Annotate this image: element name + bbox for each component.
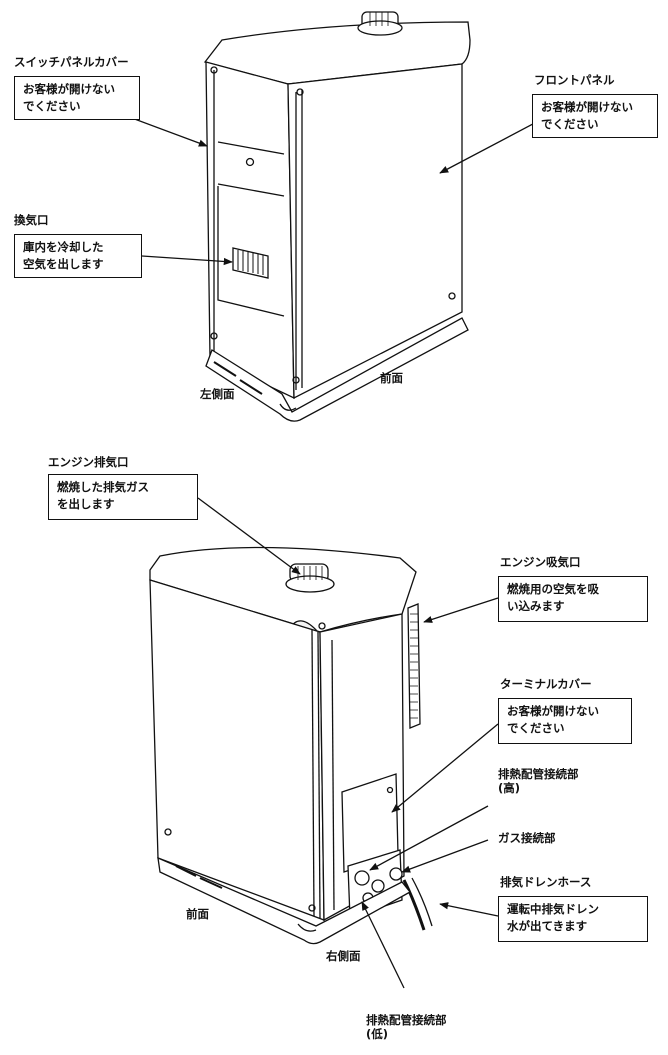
callout-line: でください [541, 117, 599, 132]
terminal-cover-title: ターミナルカバー [500, 677, 592, 691]
label-line: (高) [498, 780, 521, 795]
callout-line: 水が出てきます [507, 919, 588, 934]
engine-exhaust-port-callout: 燃焼した排気ガス を出します [48, 474, 198, 520]
bottom-front-label: 前面 [186, 907, 209, 921]
heat-pipe-high-label: 排熱配管接続部 (高) [498, 767, 579, 796]
arrow-engine-intake-port [423, 597, 499, 623]
bottom-right-side-label: 右側面 [326, 949, 361, 963]
callout-line: 空気を出します [23, 257, 104, 272]
exhaust-drain-hose-callout: 運転中排気ドレン 水が出てきます [498, 896, 648, 942]
callout-line: お客様が開けない [541, 100, 633, 114]
top-unit-drawing [203, 11, 471, 422]
switch-panel-cover-callout: お客様が開けない でください [14, 76, 140, 120]
heat-pipe-low-label: 排熱配管接続部 (低) [366, 1013, 447, 1042]
label-line: 排熱配管接続部 [366, 1013, 447, 1027]
terminal-cover-callout: お客様が開けない でください [498, 698, 632, 744]
exhaust-drain-hose-title: 排気ドレンホース [500, 875, 592, 889]
ventilation-port-title: 換気口 [14, 213, 49, 227]
callout-line: 庫内を冷却した [23, 240, 104, 254]
label-line: 排熱配管接続部 [498, 767, 579, 781]
callout-line: 運転中排気ドレン [507, 902, 599, 916]
top-front-label: 前面 [380, 371, 403, 385]
callout-line: でください [23, 99, 81, 114]
bottom-unit-drawing [149, 546, 433, 945]
callout-line: お客様が開けない [23, 82, 115, 96]
label-line: (低) [366, 1026, 389, 1041]
switch-panel-cover-title: スイッチパネルカバー [14, 55, 129, 69]
engine-exhaust-port-title: エンジン排気口 [48, 455, 129, 469]
callout-line: 燃焼用の空気を吸 [507, 582, 599, 596]
arrow-gas-connection [401, 839, 489, 873]
front-panel-title: フロントパネル [534, 73, 615, 87]
engine-intake-port-title: エンジン吸気口 [500, 555, 581, 569]
arrow-ventilation-port [141, 255, 233, 266]
top-left-side-label: 左側面 [200, 387, 235, 401]
arrow-terminal-cover [391, 723, 499, 813]
front-panel-callout: お客様が開けない でください [532, 94, 658, 138]
engine-intake-port-callout: 燃焼用の空気を吸 い込みます [498, 576, 648, 622]
arrow-heat-pipe-high [369, 805, 489, 871]
gas-connection-label: ガス接続部 [498, 831, 556, 845]
callout-line: を出します [57, 497, 115, 512]
callout-line: い込みます [507, 599, 565, 614]
arrow-front-panel [439, 115, 549, 174]
callout-line: お客様が開けない [507, 704, 599, 718]
callout-arrows [77, 97, 549, 989]
ventilation-port-callout: 庫内を冷却した 空気を出します [14, 234, 142, 278]
arrow-exhaust-drain-hose [439, 902, 499, 917]
callout-line: 燃焼した排気ガス [57, 480, 149, 494]
arrow-heat-pipe-low [361, 901, 405, 989]
callout-line: でください [507, 721, 565, 736]
arrow-engine-exhaust-port [197, 497, 301, 575]
